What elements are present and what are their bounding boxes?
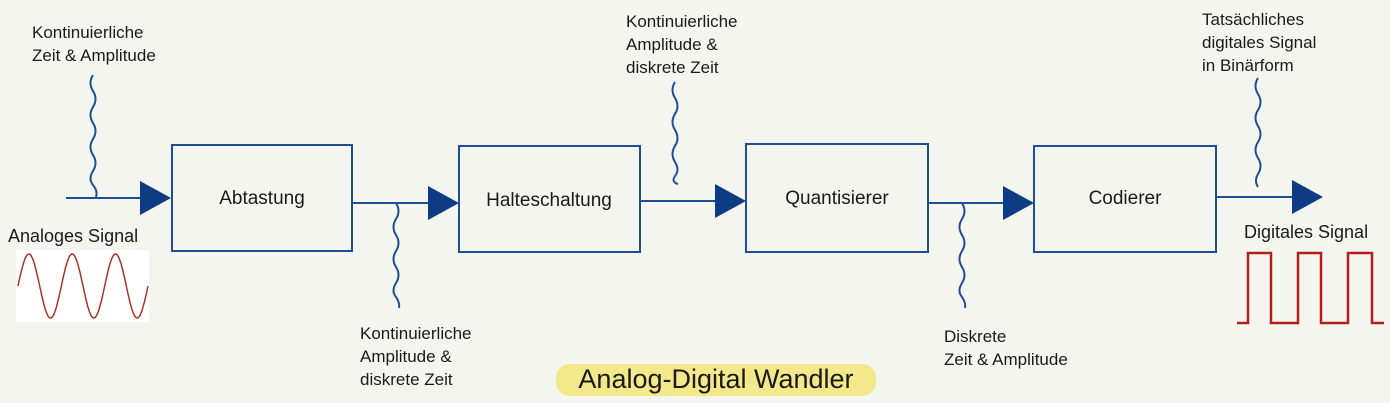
annotation-sampled: Kontinuierliche Amplitude & diskrete Zei… [360, 324, 476, 389]
block-label-abtastung: Abtastung [219, 188, 305, 209]
digital-signal-label: Digitales Signal [1244, 222, 1368, 242]
diagram-title: Analog-Digital Wandler [578, 364, 853, 394]
digital-square-wave [1237, 251, 1384, 325]
arrow-head-1 [140, 181, 171, 215]
leader-line-3 [671, 81, 679, 185]
block-codierer [1033, 145, 1217, 253]
block-quantisierer [745, 143, 929, 253]
leader-line-2 [392, 202, 401, 309]
annotation-input: Kontinuierliche Zeit & Amplitude [32, 23, 156, 65]
leader-line-4 [958, 202, 967, 309]
annotation-quantized: Diskrete Zeit & Amplitude [944, 327, 1068, 369]
block-abtastung [171, 144, 353, 252]
block-halteschaltung [458, 145, 641, 253]
block-label-codierer: Codierer [1089, 188, 1163, 209]
leader-line-1 [89, 74, 98, 198]
block-label-halteschaltung: Halteschaltung [486, 190, 612, 211]
arrow-head-output [1292, 180, 1323, 214]
annotation-held: Kontinuierliche Amplitude & diskrete Zei… [626, 12, 742, 77]
arrow-head-4 [1003, 186, 1034, 220]
leader-line-5 [1254, 77, 1262, 188]
annotation-binary: Tatsächliches digitales Signal in Binärf… [1202, 10, 1321, 75]
analog-sine-wave [17, 253, 149, 319]
arrow-head-2 [428, 186, 459, 220]
block-label-quantisierer: Quantisierer [785, 188, 889, 209]
analog-signal-label: Analoges Signal [8, 226, 138, 246]
arrow-head-3 [715, 184, 746, 218]
title-highlight [556, 364, 876, 396]
